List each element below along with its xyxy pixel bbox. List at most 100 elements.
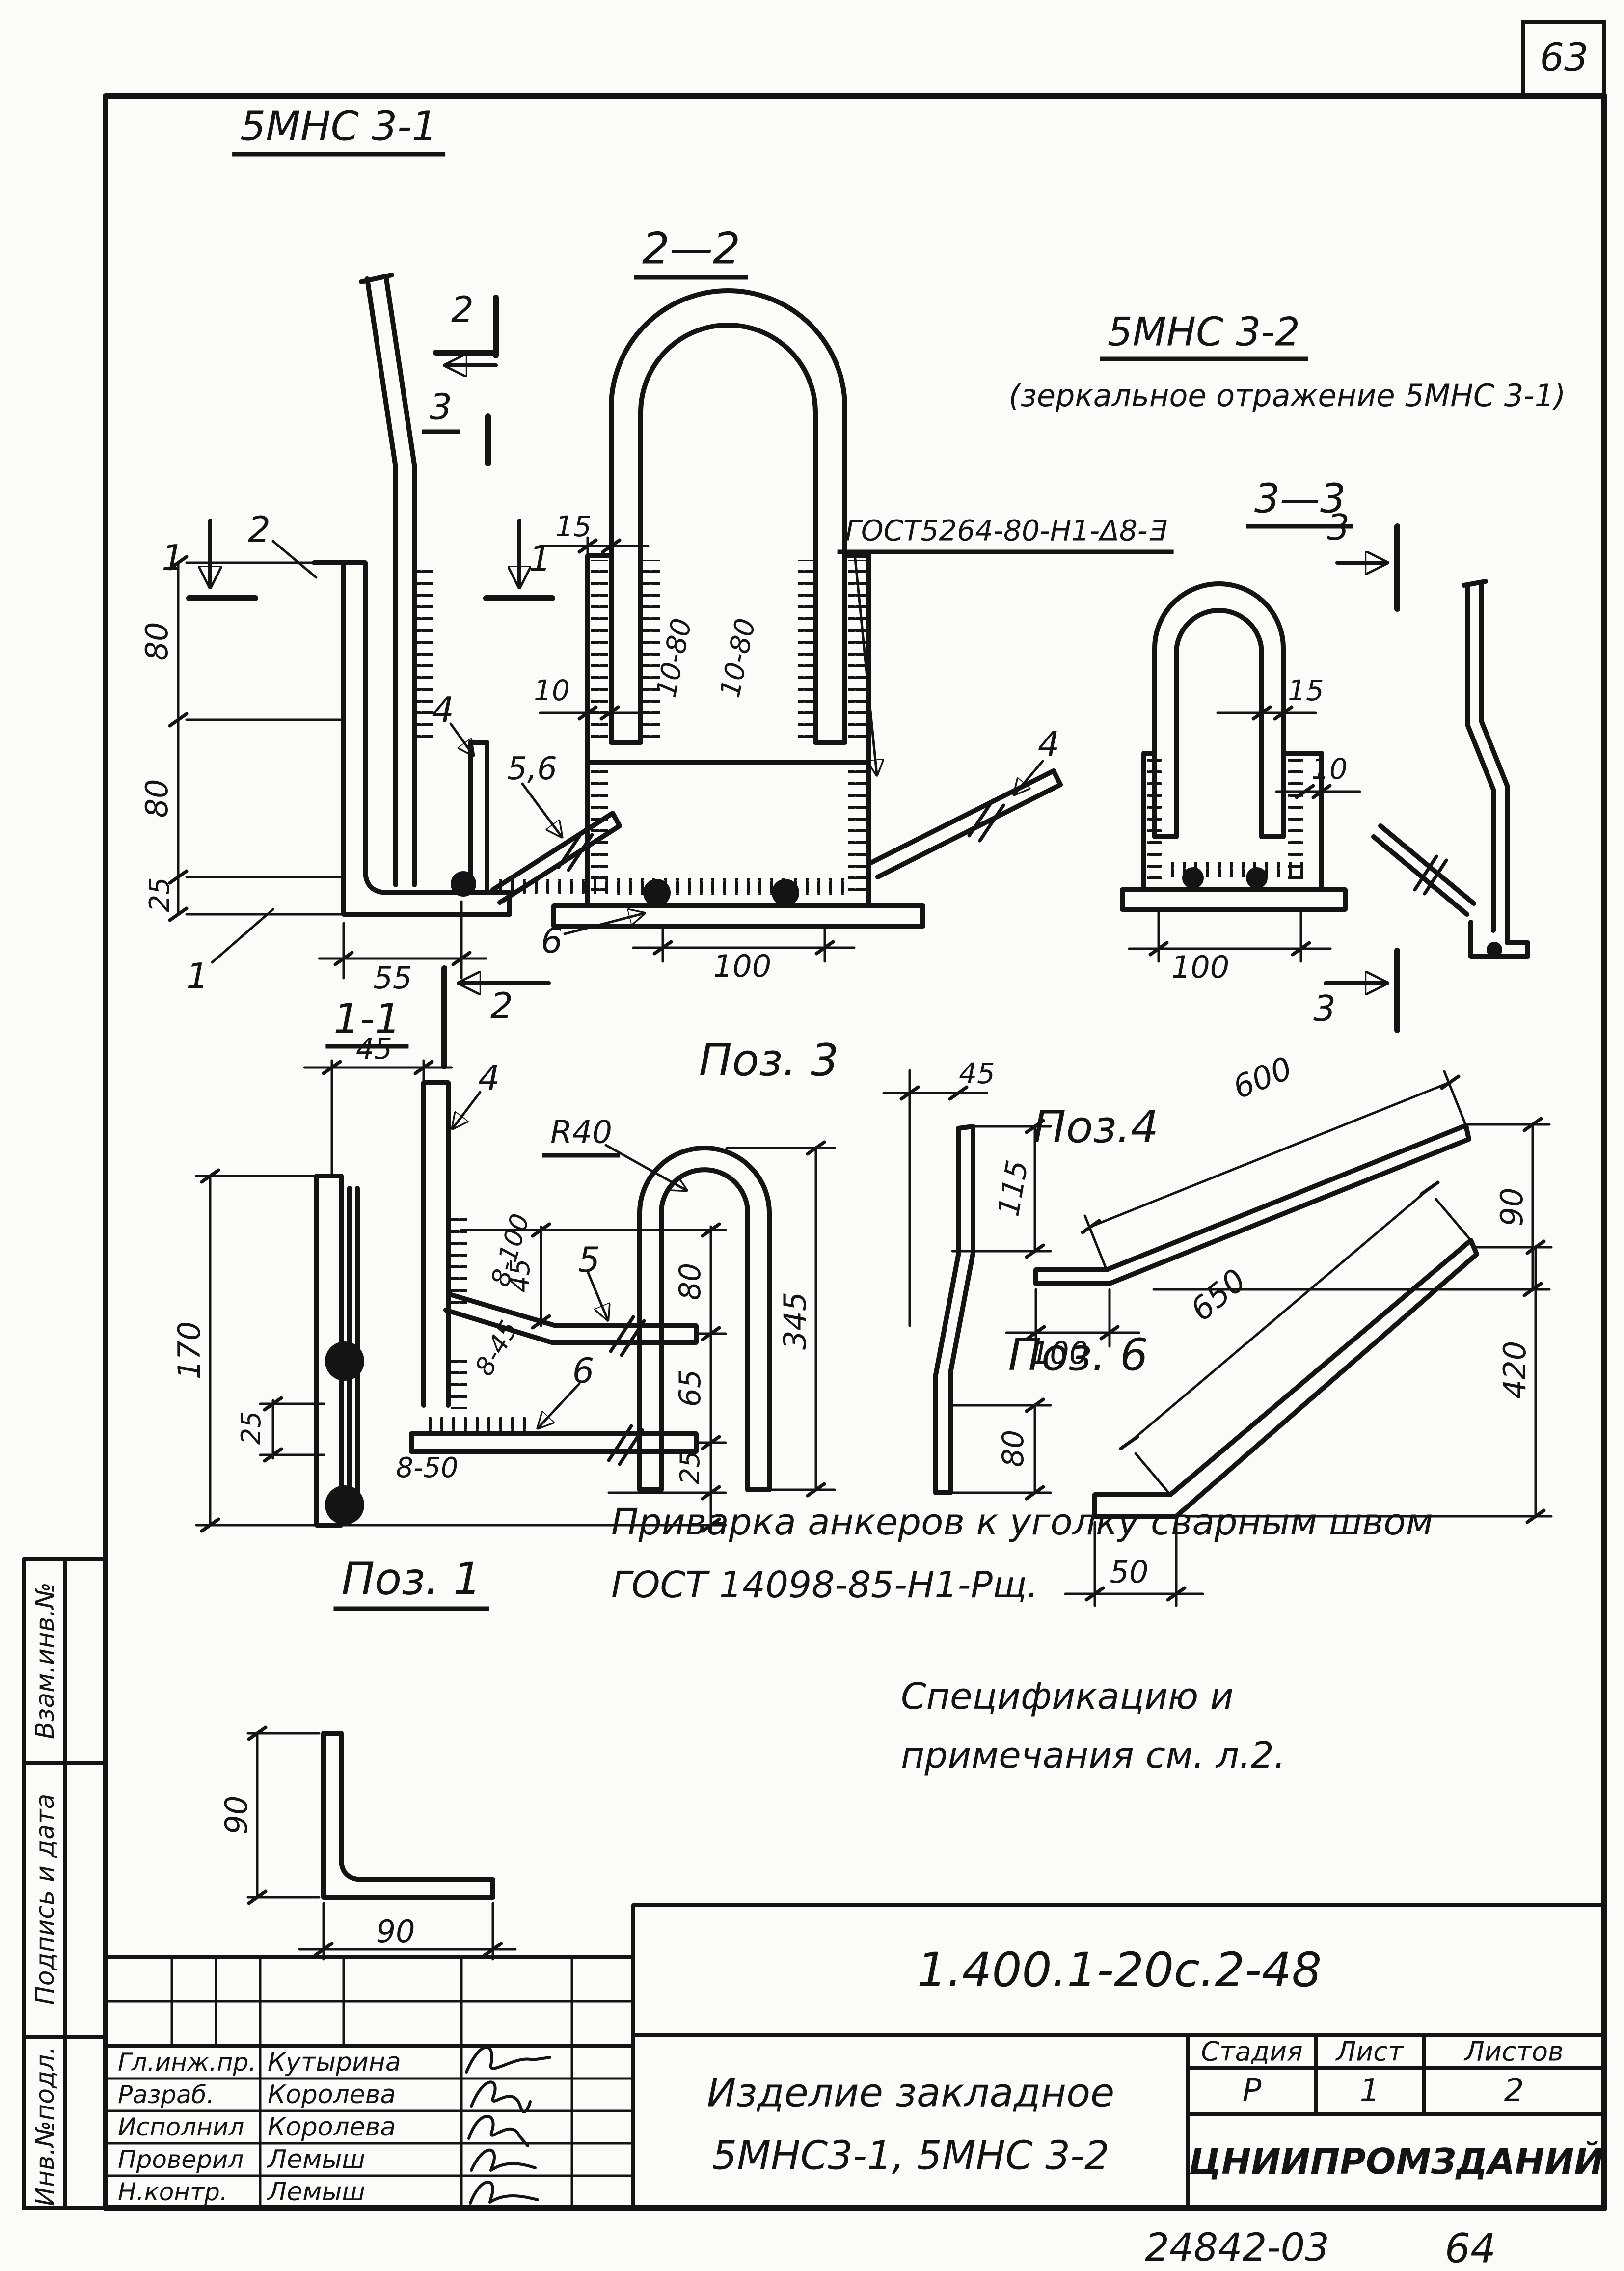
pos3-hairpin bbox=[637, 1146, 772, 1492]
annotation-24: 4 bbox=[1037, 724, 1060, 765]
annotation-59: Поз. 1 bbox=[333, 1557, 489, 1611]
title-block-grid bbox=[104, 1955, 635, 2210]
annotation-15: 55 bbox=[373, 960, 412, 996]
footer-stamp: 24842-03 bbox=[1145, 2226, 1329, 2270]
annotation-12: 80 bbox=[139, 779, 175, 818]
sig-role: Проверил bbox=[118, 2145, 244, 2174]
spec-note-line2: примечания см. л.2. bbox=[901, 1734, 1286, 1777]
annotation-43: 80 bbox=[673, 1262, 707, 1301]
leader-4 bbox=[1014, 760, 1044, 794]
signature-squiggles bbox=[465, 2046, 551, 2205]
sig-name: Кутырина bbox=[268, 2048, 401, 2077]
annotation-17: 5,6 bbox=[507, 751, 557, 787]
annotation-58: 50 bbox=[1110, 1554, 1149, 1590]
annotation-61: 90 bbox=[376, 1914, 415, 1949]
annotation-36: 25 bbox=[236, 1411, 267, 1445]
dim-lines bbox=[177, 540, 487, 980]
annotation-4: 3—3 bbox=[1246, 479, 1354, 529]
annotation-47: 345 bbox=[777, 1291, 813, 1350]
annotation-33: 4 bbox=[478, 1058, 500, 1098]
annotation-42: 45 bbox=[505, 1259, 536, 1293]
dim-lines bbox=[725, 1069, 1052, 1494]
signature bbox=[470, 2080, 532, 2113]
annotation-27: 10 bbox=[1311, 752, 1348, 786]
leader-5-6 bbox=[521, 782, 562, 837]
anchor-bolt bbox=[325, 1485, 364, 1525]
section22-uloop bbox=[609, 288, 847, 745]
weld-dot bbox=[643, 879, 671, 906]
organization: ЦНИИПРОМЗДАНИЙ bbox=[1189, 2141, 1604, 2182]
annotation-49: 115 bbox=[991, 1157, 1035, 1219]
annotation-45: 25 bbox=[675, 1450, 705, 1485]
footer-page: 64 bbox=[1444, 2225, 1496, 2271]
section33-pocket bbox=[1120, 751, 1348, 912]
page-number-box bbox=[1521, 20, 1606, 98]
sheets-value: 2 bbox=[1504, 2073, 1524, 2109]
annotation-31: 2 bbox=[490, 985, 513, 1026]
weld-dot bbox=[1487, 942, 1502, 958]
sig-role: Исполнил bbox=[118, 2113, 244, 2141]
signature bbox=[470, 2148, 537, 2172]
section33-uloop bbox=[1152, 581, 1286, 839]
section11-rod6 bbox=[409, 1431, 699, 1454]
main-view-pos4-plate bbox=[468, 740, 489, 895]
pos3-side-view bbox=[933, 1124, 975, 1495]
margin-strip-lines bbox=[22, 1557, 108, 2210]
annotation-26: 15 bbox=[1288, 674, 1324, 707]
annotation-35: 170 bbox=[171, 1321, 207, 1380]
sig-name: Королева bbox=[268, 2080, 396, 2109]
annotation-22: 100 bbox=[713, 948, 772, 984]
annotation-3: (зеркальное отражение 5МНС 3-1) bbox=[1008, 378, 1566, 413]
section33-side-view bbox=[1371, 579, 1530, 959]
main-view-anchor-rod bbox=[359, 273, 417, 887]
leader-5 bbox=[587, 1271, 608, 1320]
rebar-hatch bbox=[416, 568, 433, 744]
product-name-line2: 5МНС3-1, 5МНС 3-2 bbox=[712, 2133, 1110, 2179]
annotation-8: 1 bbox=[162, 537, 184, 578]
section11-rod5 bbox=[443, 1292, 699, 1345]
doc-number: 1.400.1-20с.2-48 bbox=[917, 1943, 1322, 1997]
annotation-5: ГОСТ5264-80-Н1-Δ8-Ǝ bbox=[837, 517, 1174, 554]
annotation-23: 6 bbox=[541, 921, 563, 961]
annotation-50: 80 bbox=[996, 1429, 1030, 1468]
annotation-14: 1 bbox=[186, 956, 209, 997]
leader-4 bbox=[449, 722, 473, 755]
weld-note-line1: Приварка анкеров к уголку сварным швом bbox=[611, 1501, 1434, 1543]
signature bbox=[467, 2114, 529, 2147]
sheet-frame bbox=[103, 93, 1607, 2211]
margin-label-podpis: Подпись и дата bbox=[30, 1793, 60, 2005]
leader-6 bbox=[563, 913, 644, 935]
annotation-18: 15 bbox=[555, 510, 592, 543]
spec-note-line1: Спецификацию и bbox=[901, 1675, 1234, 1718]
annotation-53: 100 bbox=[1030, 1335, 1089, 1371]
sig-name: Лемыш bbox=[268, 2145, 365, 2174]
annotation-60: 90 bbox=[218, 1795, 254, 1834]
annotation-2: 5МНС 3-2 bbox=[1099, 312, 1308, 361]
signature bbox=[465, 2046, 551, 2074]
annotation-25: 3 bbox=[1327, 507, 1350, 548]
page-number: 63 bbox=[1540, 36, 1589, 80]
annotation-41: 6 bbox=[572, 1351, 595, 1391]
annotation-16: 4 bbox=[432, 689, 454, 731]
annotation-28: 100 bbox=[1171, 949, 1230, 985]
product-name-line1: Изделие закладное bbox=[706, 2070, 1115, 2116]
annotation-39: 8-50 bbox=[396, 1452, 459, 1484]
annotation-40: 5 bbox=[578, 1240, 600, 1280]
pos1-angle bbox=[321, 1731, 495, 1900]
annotation-29: 3 bbox=[1313, 988, 1336, 1029]
leader-gost-weld bbox=[854, 557, 877, 775]
annotation-48: 45 bbox=[959, 1057, 995, 1090]
title-block-lines bbox=[104, 1903, 1606, 2210]
dim-lines bbox=[1064, 1187, 1553, 1607]
signature bbox=[469, 2181, 539, 2205]
annotation-32: 45 bbox=[356, 1032, 392, 1066]
annotation-30: 1-1 bbox=[325, 998, 409, 1049]
dim-lines bbox=[1128, 711, 1361, 963]
leader-r40 bbox=[604, 1144, 686, 1190]
annotation-13: 25 bbox=[144, 877, 176, 912]
annotation-6: 2 bbox=[451, 289, 474, 330]
break-marks bbox=[967, 798, 1005, 843]
annotation-19: 10 bbox=[534, 674, 570, 707]
sheet-value: 1 bbox=[1359, 2073, 1380, 2109]
